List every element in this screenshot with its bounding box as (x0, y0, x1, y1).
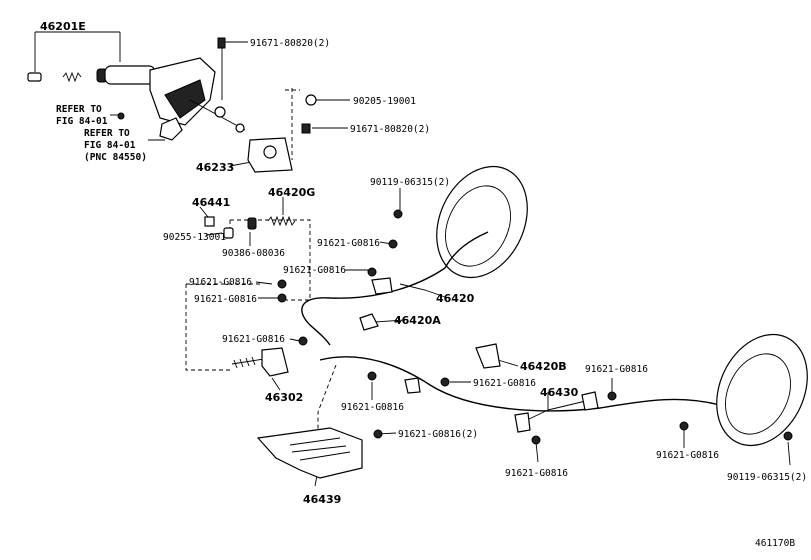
label-90255: 90255-13001 (163, 232, 226, 243)
upper-backing-plate (388, 165, 528, 279)
cables (277, 267, 776, 445)
label-91621-f: 91621-G0816 (473, 378, 536, 389)
label-46441: 46441 (192, 196, 230, 209)
clip-46420A (359, 313, 379, 331)
ring-part (305, 94, 317, 106)
label-91621-e: 91621-G0816 (222, 334, 285, 345)
label-46420: 46420 (436, 292, 475, 305)
label-90119-bot: 90119-06315(2) (727, 472, 807, 483)
label-90386: 90386-08036 (222, 248, 285, 259)
label-91621-i: 91621-G0816(2) (398, 429, 478, 440)
release-button-part (27, 72, 42, 82)
refer-note-1-line2: FIG 84-01 (56, 116, 108, 127)
clip-46420B (475, 343, 501, 369)
bolt-lower-90119 (783, 431, 793, 441)
spring-part (62, 71, 82, 83)
part-46441 (204, 216, 215, 227)
equalizer-part (261, 347, 289, 377)
label-91671-b: 91671-80820(2) (350, 124, 430, 135)
label-91671-a: 91671-80820(2) (250, 38, 330, 49)
small-parts (204, 215, 296, 239)
label-46420B: 46420B (520, 360, 567, 373)
diagram-id: 461170B (755, 538, 795, 549)
handle-assembly (27, 37, 317, 173)
label-91621-c: 91621-G0816 (189, 277, 252, 288)
part-90255 (223, 227, 234, 239)
backing-plate-lower (716, 333, 808, 447)
heat-shield-46439 (256, 427, 363, 479)
handle-grip-part (104, 65, 156, 85)
label-91621-j: 91621-G0816 (505, 468, 568, 479)
label-46201E: 46201E (40, 20, 86, 33)
label-91621-d: 91621-G0816 (194, 294, 257, 305)
label-46439: 46439 (303, 493, 341, 506)
refer-note-1-line1: REFER TO (56, 104, 102, 115)
label-91621-a: 91621-G0816 (317, 238, 380, 249)
label-91621-k: 91621-G0816 (656, 450, 719, 461)
backing-plate-upper (436, 165, 528, 279)
spring-46420G (267, 215, 296, 227)
heat-shield-part (256, 427, 363, 479)
label-91621-h: 91621-G0816 (341, 402, 404, 413)
label-90205: 90205-19001 (353, 96, 416, 107)
label-46420A: 46420A (394, 314, 441, 327)
label-90119-top: 90119-06315(2) (370, 177, 450, 188)
label-91621-g: 91621-G0816 (585, 364, 648, 375)
label-46430: 46430 (540, 386, 579, 399)
label-46420G: 46420G (268, 186, 315, 199)
refer-note-2-line2: FIG 84-01 (84, 140, 136, 151)
label-46302: 46302 (265, 391, 303, 404)
label-91621-b: 91621-G0816 (283, 265, 346, 276)
label-46233: 46233 (196, 161, 234, 174)
refer-note-2-line1: REFER TO (84, 128, 130, 139)
part-labels: 46201E 91671-80820(2) 90205-19001 91671-… (40, 20, 807, 549)
part-90386 (247, 217, 257, 230)
bolt-part-top (217, 37, 226, 49)
lower-backing-plate (716, 333, 808, 447)
equalizer-46302 (231, 347, 289, 377)
refer-note-2-line3: (PNC 84550) (84, 152, 147, 163)
bolt-upper-90119 (393, 209, 403, 219)
